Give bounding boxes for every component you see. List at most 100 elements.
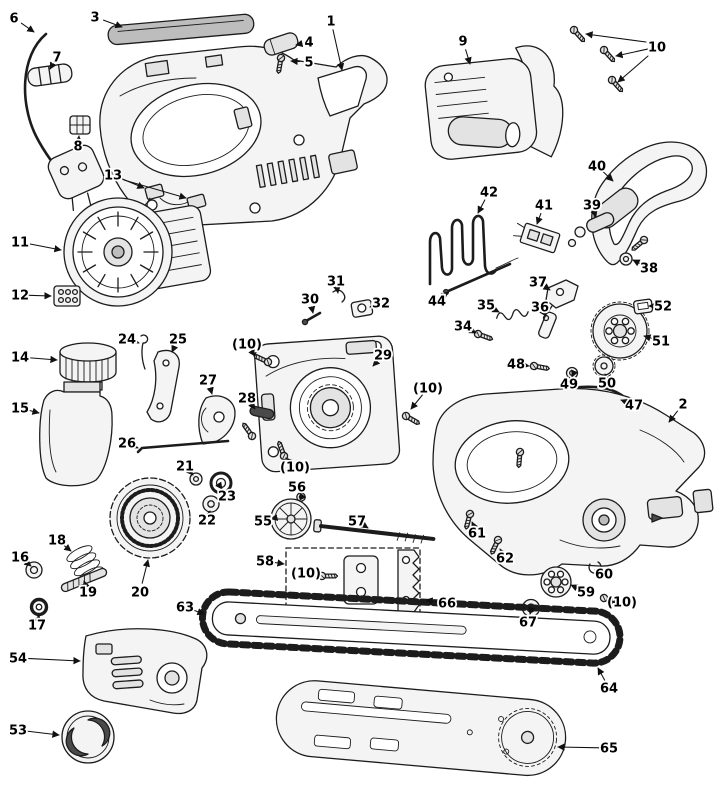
leader-line-28 <box>248 401 256 410</box>
screw <box>472 328 495 344</box>
part-label-64: 64 <box>600 682 618 697</box>
leader-line-(10) <box>410 394 423 410</box>
part-label-35: 35 <box>477 299 495 314</box>
part-label-1: 1 <box>326 15 335 30</box>
leader-line-42 <box>477 199 486 214</box>
part-label-53: 53 <box>9 724 27 739</box>
part-label-(10): (10) <box>413 382 443 397</box>
leader-line-41 <box>535 212 543 225</box>
leader-line-21 <box>185 467 194 476</box>
part-label-57: 57 <box>348 515 366 530</box>
part-label-17: 17 <box>28 619 46 634</box>
part-label-24: 24 <box>118 333 136 348</box>
leader-line-36 <box>539 308 547 317</box>
part-label-60: 60 <box>595 568 613 583</box>
part-label-16: 16 <box>11 551 29 566</box>
motor-armature <box>63 197 212 307</box>
part-label-4: 4 <box>304 36 313 51</box>
oil-pump-gear <box>590 301 650 361</box>
brake-band <box>428 214 519 286</box>
leader-line-18 <box>63 544 72 552</box>
fan-disc <box>61 710 115 764</box>
leader-line-19 <box>82 580 90 589</box>
part-label-10: 10 <box>648 41 666 56</box>
part-label-6: 6 <box>9 12 18 27</box>
part-label-23: 23 <box>218 490 236 505</box>
leader-line-48 <box>521 361 530 369</box>
part-label-67: 67 <box>519 616 537 631</box>
part-label-(10): (10) <box>280 461 310 476</box>
part-label-50: 50 <box>598 377 616 392</box>
chain-on-bar <box>198 588 624 667</box>
leader-line-4 <box>295 39 304 48</box>
leader-line-14 <box>28 355 58 364</box>
part-label-48: 48 <box>507 358 525 373</box>
tension-rod <box>136 439 230 454</box>
part-label-39: 39 <box>583 199 601 214</box>
chain-sprocket <box>540 566 572 598</box>
terminal-block-small <box>69 115 91 135</box>
part-label-36: 36 <box>531 301 549 316</box>
part-label-(10): (10) <box>291 567 321 582</box>
part-label-52: 52 <box>654 300 672 315</box>
clutch-pin <box>249 405 275 420</box>
clutch-drum <box>109 477 191 559</box>
part-label-13: 13 <box>104 169 122 184</box>
leader-line-9 <box>464 49 472 65</box>
switch-parts <box>567 212 615 248</box>
leader-line-6 <box>20 22 35 33</box>
cam-lever <box>198 395 236 445</box>
pin <box>301 311 322 326</box>
part-label-54: 54 <box>9 652 27 667</box>
leader-line-66 <box>425 597 439 605</box>
part-label-55: 55 <box>254 515 272 530</box>
right-housing <box>432 387 714 576</box>
part-label-44: 44 <box>428 295 446 310</box>
part-label-14: 14 <box>11 351 29 366</box>
oil-tank <box>39 381 113 487</box>
leader-line-11 <box>28 243 62 253</box>
guide-bar <box>275 680 567 777</box>
leader-line-47 <box>620 398 629 406</box>
part-label-51: 51 <box>652 335 670 350</box>
part-label-63: 63 <box>176 601 194 616</box>
spring-clip <box>332 289 346 303</box>
part-label-3: 3 <box>90 11 99 26</box>
spring <box>496 309 529 321</box>
leader-line-25 <box>171 344 179 353</box>
leader-line-1 <box>332 29 345 71</box>
pinion-gear <box>592 354 616 378</box>
wire-spring <box>140 334 149 370</box>
washer <box>202 495 220 513</box>
screw <box>239 420 258 442</box>
field-stator <box>424 45 564 160</box>
screw <box>529 361 551 373</box>
leader-line-32 <box>369 301 378 309</box>
part-label-11: 11 <box>11 236 29 251</box>
part-label-47: 47 <box>625 399 643 414</box>
screw <box>400 410 422 428</box>
leader-line-65 <box>557 743 601 751</box>
leader-line-39 <box>590 209 598 218</box>
leader-line-58 <box>273 559 285 567</box>
leader-line-15 <box>28 407 40 415</box>
circuit-module <box>512 222 561 254</box>
leader-line-37 <box>542 283 551 291</box>
leader-line-27 <box>206 386 214 395</box>
latch-lever <box>538 311 557 339</box>
leader-line-64 <box>597 667 606 681</box>
part-label-18: 18 <box>48 534 66 549</box>
top-grip <box>107 13 255 46</box>
leader-line-49 <box>571 369 578 378</box>
leader-line-34 <box>468 326 477 334</box>
leader-line-59 <box>570 584 579 592</box>
leader-line-(10) <box>248 348 256 357</box>
part-label-61: 61 <box>468 527 486 542</box>
part-label-5: 5 <box>304 56 313 71</box>
part-label-27: 27 <box>199 374 217 389</box>
connector-block <box>53 285 81 307</box>
part-label-58: 58 <box>256 555 274 570</box>
leader-line-35 <box>491 305 500 313</box>
leader-line-61 <box>471 521 479 530</box>
